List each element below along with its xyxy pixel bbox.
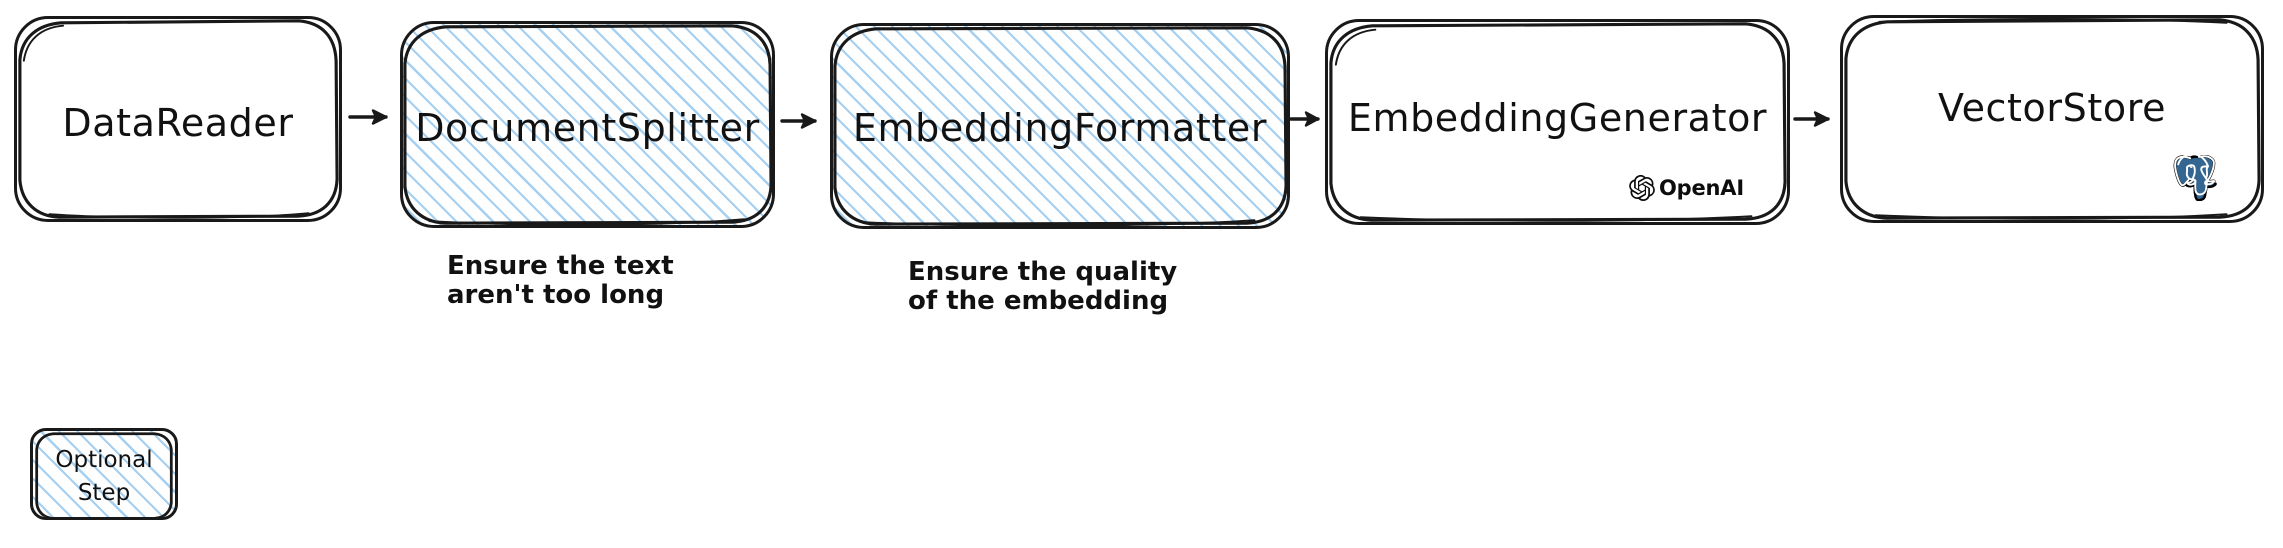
postgresql-elephant-icon <box>2173 155 2217 201</box>
node-embedding-formatter[interactable]: EmbeddingFormatter <box>830 23 1290 229</box>
legend-optional-step-line2: Step <box>77 480 131 506</box>
annotation-embedding-formatter: Ensure the quality of the embedding <box>908 257 1178 317</box>
node-vector-store-label: VectorStore <box>1937 86 2167 130</box>
node-vector-store[interactable]: VectorStore <box>1840 15 2264 223</box>
node-embedding-generator[interactable]: EmbeddingGenerator OpenAI <box>1325 19 1790 225</box>
legend-optional-step[interactable]: Optional Step <box>30 428 178 520</box>
arrow-data-reader-to-document-splitter <box>348 109 388 125</box>
postgresql-badge <box>2171 155 2221 201</box>
node-data-reader[interactable]: DataReader <box>14 16 342 222</box>
arrow-document-splitter-to-embedding-formatter <box>780 113 817 129</box>
node-embedding-generator-label: EmbeddingGenerator <box>1347 96 1768 140</box>
arrow-embedding-generator-to-vector-store <box>1793 111 1830 127</box>
annotation-document-splitter: Ensure the text aren't too long <box>447 251 674 311</box>
node-document-splitter[interactable]: DocumentSplitter <box>400 21 775 228</box>
node-data-reader-label: DataReader <box>62 101 294 145</box>
legend-optional-step-line1: Optional <box>55 447 153 473</box>
arrow-embedding-formatter-to-embedding-generator <box>1289 111 1320 127</box>
node-document-splitter-label: DocumentSplitter <box>415 106 760 150</box>
openai-badge-label: OpenAI <box>1659 176 1744 200</box>
openai-badge: OpenAI <box>1629 175 1744 201</box>
openai-logo-icon <box>1629 175 1655 201</box>
legend-outline-sketch <box>35 432 173 517</box>
node-embedding-formatter-label: EmbeddingFormatter <box>852 106 1268 150</box>
